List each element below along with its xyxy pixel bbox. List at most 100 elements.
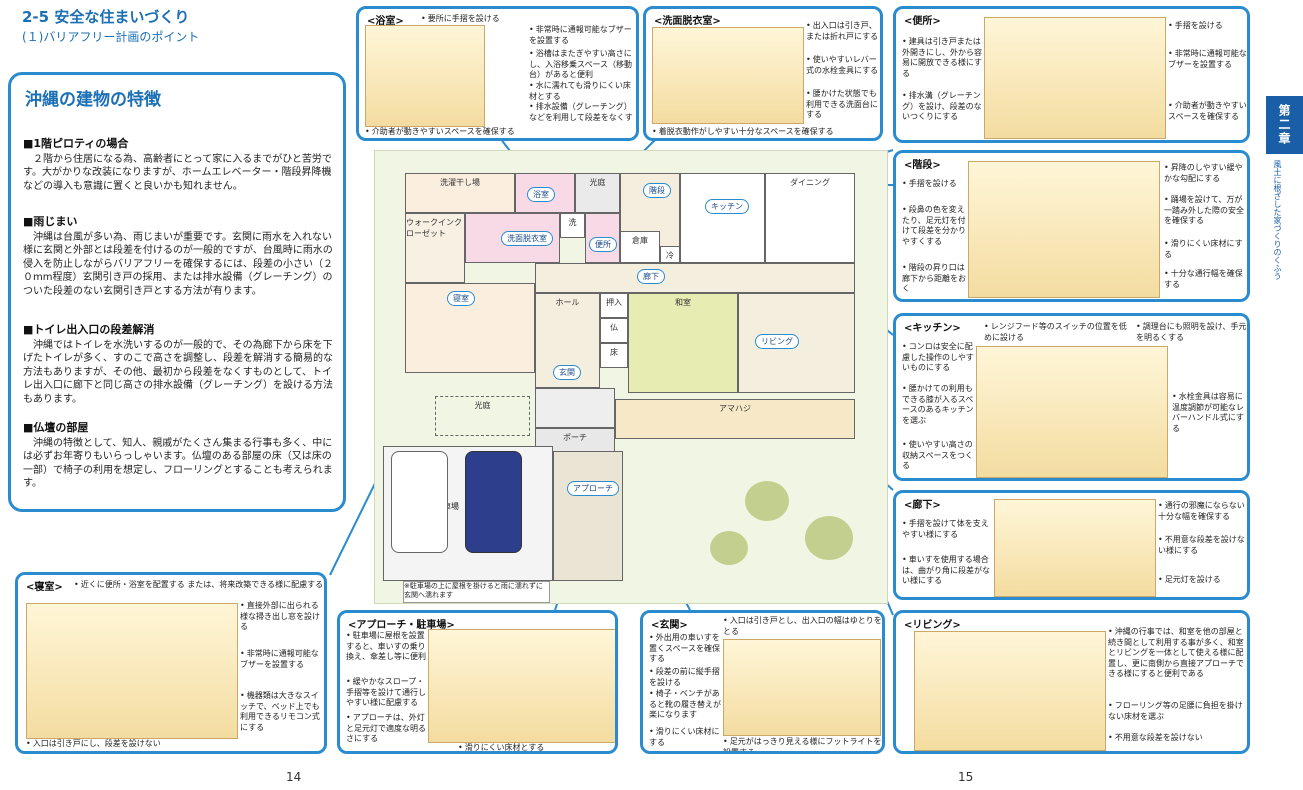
- panel-corridor: <廊下> 通行の邪魔にならない十分な幅を確保する 手摺を設けて体を支えやすい様に…: [893, 490, 1250, 600]
- entrance-illustration: [723, 639, 881, 736]
- room-kitchen: [680, 173, 765, 263]
- page-number-right: 15: [958, 770, 974, 784]
- room-washitsu: 和室: [628, 293, 738, 393]
- room-laundry: 洗濯干し場: [405, 173, 515, 213]
- label-toilet: 便所: [589, 237, 617, 252]
- panel-stairs: <階段> 手摺を設ける 昇降のしやすい緩やかな勾配にする 段鼻の色を変えたり、足…: [893, 150, 1250, 302]
- stairs-illustration: [968, 161, 1160, 298]
- chapter-tab: 第二章 風土に根ざした家づくりのくふう: [1266, 96, 1303, 296]
- note: 段差の前に縦手摺を設ける: [649, 667, 723, 688]
- room-fridge: 冷: [660, 246, 680, 263]
- label-stairs: 階段: [643, 183, 671, 198]
- label-bath: 浴室: [527, 187, 555, 202]
- feature-heading: ■トイレ出入口の段差解消: [23, 323, 155, 336]
- panel-title: <廊下>: [904, 500, 941, 511]
- feature-section-butsudan: ■仏壇の部屋 沖縄の特徴として、知人、親戚がたくさん集まる行事も多く、中には必ず…: [23, 421, 341, 491]
- feature-body: 沖縄ではトイレを水洗いするのが一般的で、その為廊下から床を下げたトイレが多く、す…: [23, 339, 333, 405]
- note: 排水溝（グレーチング）を設け、段差のないつくりにする: [902, 91, 984, 123]
- panel-title: <リビング>: [904, 620, 961, 631]
- note: 排水設備（グレーチング）などを利用して段差をなくす: [529, 102, 636, 123]
- feature-title: 沖縄の建物の特徴: [25, 90, 161, 110]
- panel-toilet: <便所> 手摺を設ける 建具は引き戸または外開きにし、外から容易に開放できる様に…: [893, 6, 1250, 143]
- label-approach: アプローチ: [567, 481, 619, 496]
- room-walkin-closet: ウォークインクローゼット: [405, 213, 465, 283]
- note: 機器類は大きなスイッチで、ベッド上でも利用できるリモコン式にする: [240, 691, 324, 733]
- note: 外出用の車いすを置くスペースを確保する: [649, 633, 723, 665]
- garden-tree: [710, 531, 748, 565]
- room-closet: 押入: [600, 293, 628, 318]
- note: 使いやすいレバー式の水栓金具にする: [806, 55, 880, 76]
- feature-section-toilet: ■トイレ出入口の段差解消 沖縄ではトイレを水洗いするのが一般的で、その為廊下から…: [23, 323, 341, 406]
- room-dining: ダイニング: [765, 173, 855, 263]
- note: 足元灯を設ける: [1158, 575, 1247, 586]
- note: 入口は引き戸とし、出入口の幅はゆとりをとる: [723, 616, 882, 637]
- note: 腰かけての利用もできる膝が入るスペースのあるキッチンを選ぶ: [902, 384, 976, 426]
- room-approach-path: [553, 451, 623, 581]
- note: 手摺を設けて体を支えやすい様にする: [902, 519, 994, 540]
- note: 調理台にも照明を設け、手元を明るくする: [1136, 322, 1247, 343]
- note: 水栓金具は容易に温度調節が可能なレバーハンドル式にする: [1172, 392, 1247, 434]
- note: 緩やかなスロープ・手摺等を設けて通行しやすい様に配慮する: [346, 677, 428, 709]
- note: 足元がはっきり見える様にフットライトを設置する: [723, 737, 882, 751]
- panel-approach: <アプローチ・駐車場> 駐車場に屋根を設置すると、車いすの乗り換え、傘差し等に便…: [337, 610, 618, 754]
- corridor-illustration: [994, 499, 1156, 597]
- note: フローリング等の足腰に負担を掛けない床材を選ぶ: [1108, 701, 1247, 722]
- feature-heading: ■仏壇の部屋: [23, 421, 89, 434]
- room-tokonoma: 床: [600, 343, 628, 368]
- feature-body: 沖縄は台風が多い為、雨じまいが重要です。玄関に雨水を入れない様に玄関と外部とは段…: [23, 231, 333, 297]
- panel-title: <便所>: [904, 16, 941, 27]
- note: 踊場を設けて、万が一踏み外した際の安全を確保する: [1164, 195, 1247, 227]
- label-bedroom: 寝室: [447, 291, 475, 306]
- room-entrance: [535, 388, 615, 428]
- panel-bath: <浴室> 要所に手摺を設ける 非常時に通報可能なブザーを設置する 浴槽はまたぎや…: [356, 6, 639, 141]
- note: 昇降のしやすい緩やかな勾配にする: [1164, 163, 1247, 184]
- label-entrance: 玄関: [553, 365, 581, 380]
- room-courtyard2: 光庭: [435, 396, 530, 436]
- note: 水に濡れても滑りにくい床材とする: [529, 81, 636, 102]
- panel-bedroom: <寝室> 近くに便所・浴室を配置する または、将来改築できる様に配慮する 直接外…: [15, 572, 327, 754]
- okinawa-features-box: 沖縄の建物の特徴 ■1階ピロティの場合 ２階から住居になる為、高齢者にとって家に…: [8, 72, 346, 512]
- car-blue: [465, 451, 522, 553]
- note: 非常時に通報可能なブザーを設置する: [529, 25, 636, 46]
- note: 不用意な段差を設けない様にする: [1158, 535, 1247, 556]
- note: 通行の邪魔にならない十分な幅を確保する: [1158, 501, 1247, 522]
- page-number-left: 14: [286, 770, 302, 784]
- note: 駐車場に屋根を設置すると、車いすの乗り換え、傘差し等に便利: [346, 631, 428, 663]
- panel-title: <洗面脱衣室>: [654, 16, 721, 27]
- garden-tree: [745, 481, 789, 521]
- room-butsudan: 仏: [600, 318, 628, 343]
- approach-illustration: [428, 629, 615, 743]
- feature-heading: ■雨じまい: [23, 215, 78, 228]
- note: 滑りにくい床材とする: [458, 743, 608, 751]
- panel-living: <リビング> 沖縄の行事では、和室を他の部屋と続き間として利用する事が多く、和室…: [893, 610, 1250, 754]
- note: 非常時に通報可能なブザーを設置する: [240, 649, 324, 670]
- panel-wash: <洗面脱衣室> 出入口は引き戸、または折れ戸にする 使いやすいレバー式の水栓金具…: [643, 6, 883, 141]
- label-living: リビング: [755, 334, 799, 349]
- note: 出入口は引き戸、または折れ戸にする: [806, 21, 880, 42]
- note: 浴槽はまたぎやすい高さにし、入浴移乗スペース（移動台）があると便利: [529, 49, 636, 81]
- toilet-illustration: [984, 17, 1166, 139]
- note: 十分な通行幅を確保する: [1164, 269, 1247, 290]
- car-white: [391, 451, 448, 553]
- room-corridor: [535, 263, 855, 293]
- panel-title: <玄関>: [651, 620, 688, 631]
- note: 介助者が動きやすいスペースを確保する: [365, 127, 565, 138]
- chapter-label: 第二章: [1266, 96, 1303, 154]
- note: 段鼻の色を変えたり、足元灯を付けて段差を分かりやすくする: [902, 205, 968, 247]
- note: 着脱衣動作がしやすい十分なスペースを確保する: [652, 127, 877, 138]
- label-kitchen: キッチン: [705, 199, 749, 214]
- panel-title: <階段>: [904, 160, 941, 171]
- bedroom-illustration: [26, 603, 238, 739]
- note: 近くに便所・浴室を配置する または、将来改築できる様に配慮する: [74, 580, 324, 591]
- note: 入口は引き戸にし、段差を設けない: [26, 739, 226, 750]
- note: 手摺を設ける: [1168, 21, 1247, 32]
- note: 非常時に通報可能なブザーを設置する: [1168, 49, 1247, 70]
- wash-illustration: [652, 27, 804, 124]
- note: レンジフード等のスイッチの位置を低めに設ける: [984, 322, 1134, 343]
- room-sink: 洗: [560, 213, 585, 238]
- feature-heading: ■1階ピロティの場合: [23, 137, 129, 150]
- room-amahaji: アマハジ: [615, 399, 855, 439]
- note: 滑りにくい床材にする: [649, 727, 723, 748]
- feature-section-rain: ■雨じまい 沖縄は台風が多い為、雨じまいが重要です。玄関に雨水を入れない様に玄関…: [23, 215, 341, 298]
- note: 手摺を設ける: [902, 179, 968, 190]
